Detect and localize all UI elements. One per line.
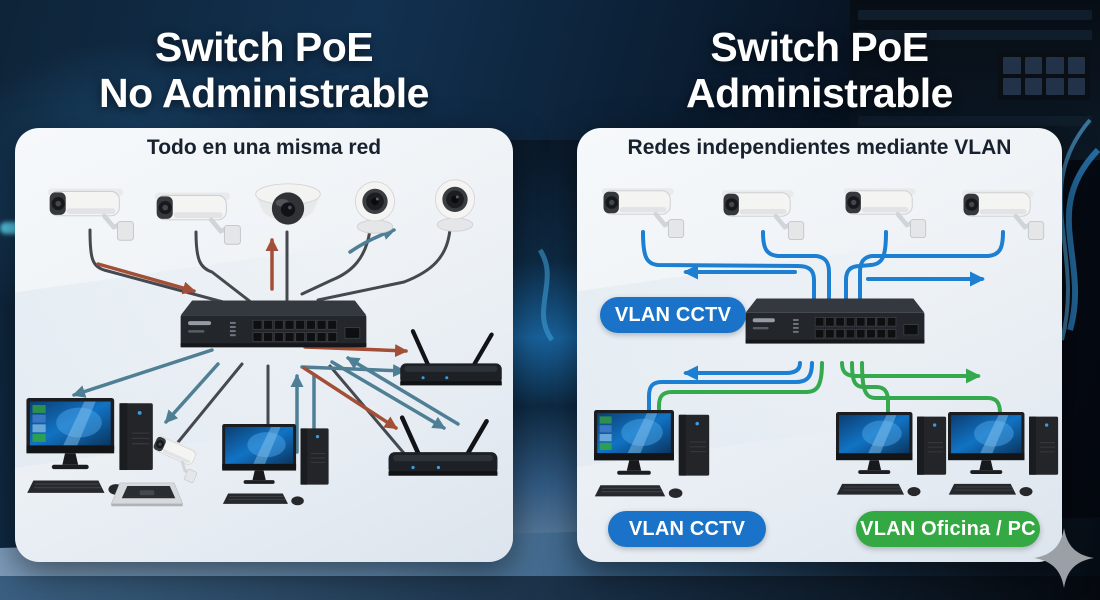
poe-switch-left — [179, 297, 368, 355]
turret-camera-1 — [342, 178, 408, 236]
wifi-router-2 — [384, 412, 502, 485]
bullet-camera-r3 — [842, 180, 932, 243]
wifi-router-1 — [396, 326, 506, 394]
right-title-line1: Switch PoE — [710, 24, 929, 70]
desktop-pc-center — [222, 424, 348, 509]
bullet-camera-r2 — [720, 182, 810, 245]
bullet-camera-r1 — [600, 180, 690, 243]
right-subtitle: Redes independientes mediante VLAN — [627, 136, 1012, 159]
dome-camera — [250, 180, 326, 237]
right-title: Switch PoE Administrable — [577, 24, 1062, 116]
background-cable-strip — [505, 140, 587, 570]
background-desk-shadow — [0, 576, 1100, 600]
left-title-line2: No Administrable — [99, 70, 429, 116]
right-title-line2: Administrable — [686, 70, 953, 116]
bullet-camera-1 — [46, 180, 140, 246]
turret-camera-2 — [422, 176, 488, 234]
desktop-pc-office-2 — [948, 412, 1078, 500]
desktop-pc-office-1 — [836, 412, 966, 500]
poe-switch-right — [744, 294, 926, 352]
vlan-office-bottom-label: VLAN Oficina / PC — [856, 511, 1040, 547]
desktop-pc-monitoring-right — [594, 410, 730, 502]
sparkle-watermark-icon — [1034, 528, 1094, 588]
vlan-cctv-bottom-label: VLAN CCTV — [608, 511, 766, 547]
left-title: Switch PoE No Administrable — [15, 24, 513, 116]
bullet-camera-2 — [153, 184, 247, 250]
vlan-cctv-mid-label: VLAN CCTV — [600, 297, 746, 333]
paging-console — [110, 478, 184, 510]
left-subtitle: Todo en una misma red — [146, 136, 382, 159]
rack-slat — [858, 10, 1092, 20]
left-title-line1: Switch PoE — [154, 24, 374, 70]
rack-slat — [858, 116, 1092, 126]
bullet-camera-r4 — [960, 182, 1050, 245]
